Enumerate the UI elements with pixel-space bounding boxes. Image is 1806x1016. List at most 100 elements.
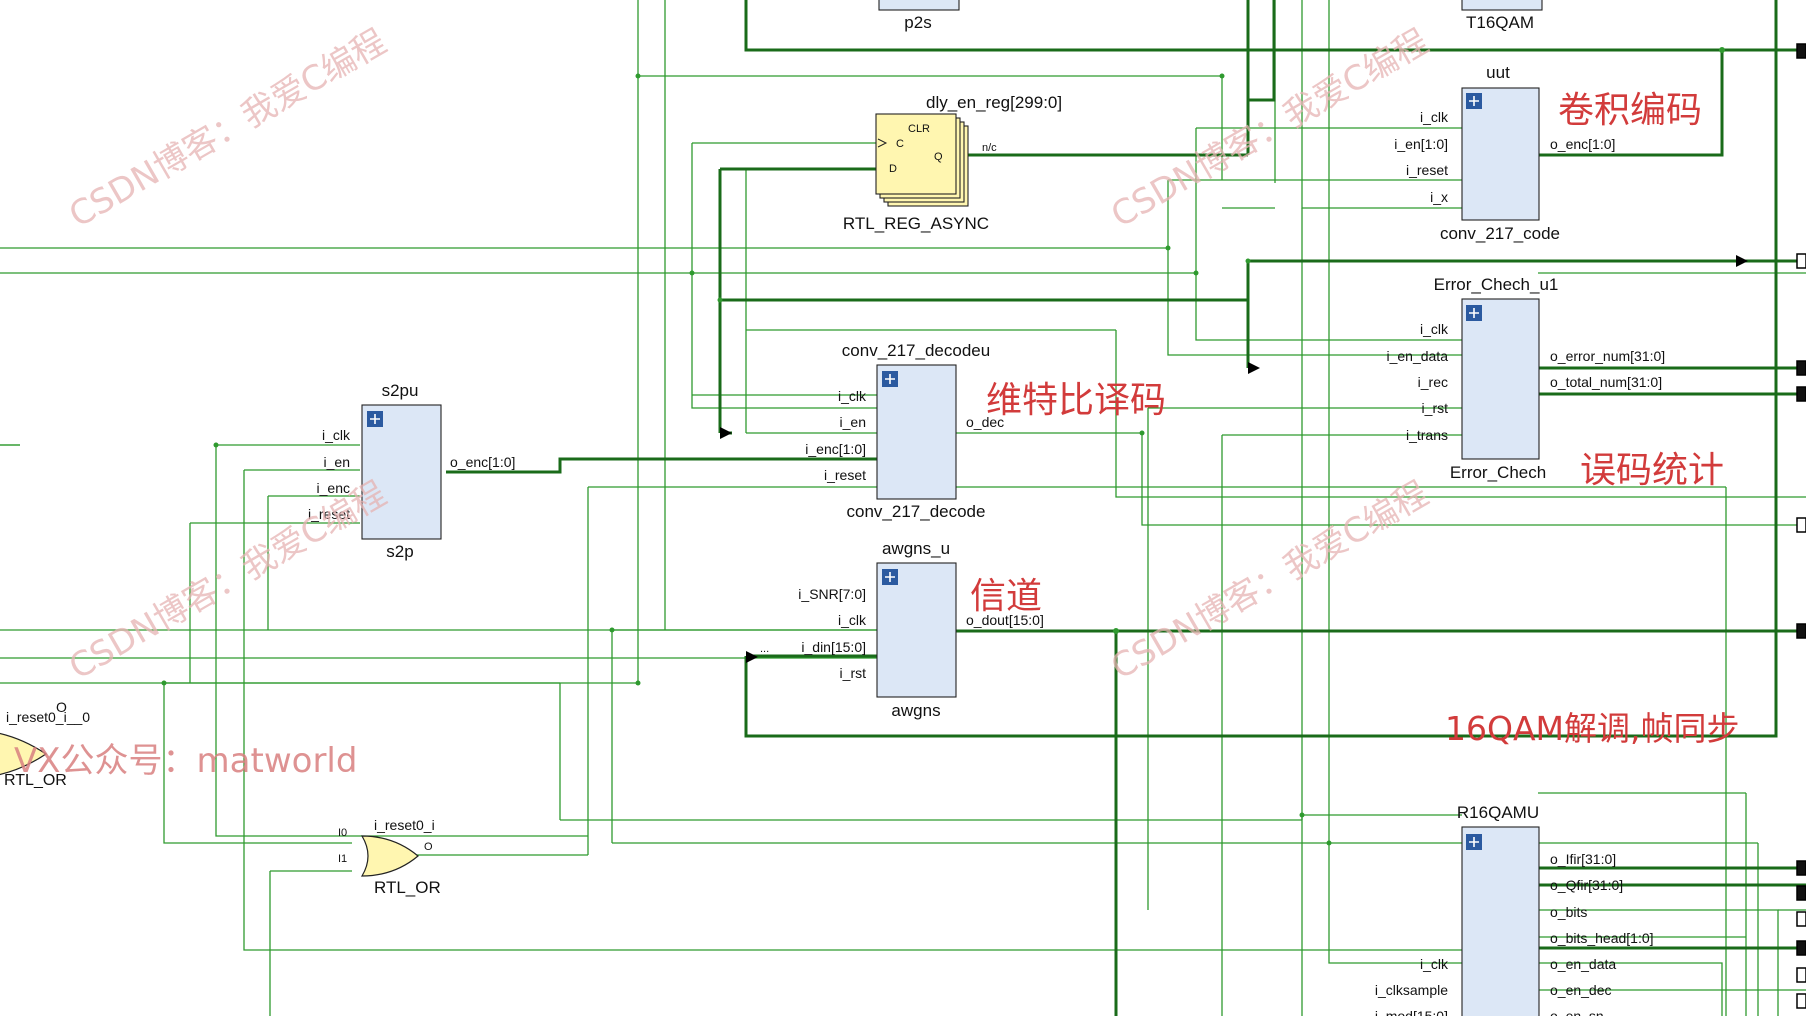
s2p-pin-i-reset: i_reset <box>308 506 350 522</box>
dly-reg-type-label: RTL_REG_ASYNC <box>843 214 989 233</box>
r16qamu-pin-i-clksample: i_clksample <box>1375 982 1448 998</box>
awgns-pin-i-rst: i_rst <box>840 665 867 681</box>
annotation-channel: 信道 <box>970 576 1042 617</box>
uut-pin-i-en: i_en[1:0] <box>1394 136 1448 152</box>
uut-pin-i-x: i_x <box>1430 189 1448 205</box>
expand-icon[interactable] <box>882 371 898 387</box>
annotation-viterbi: 维特比译码 <box>986 380 1166 421</box>
watermark-csdn-1: CSDN博客：我爱C编程 <box>63 22 394 236</box>
uut-pin-i-reset: i_reset <box>1406 162 1448 178</box>
awgns-pin-i-snr: i_SNR[7:0] <box>798 586 866 602</box>
signal-arrows <box>720 255 1748 663</box>
annotation-demod: 16QAM解调,帧同步 <box>1445 709 1740 748</box>
expand-icon[interactable] <box>1466 834 1482 850</box>
dly-reg-q: Q <box>934 151 943 163</box>
watermark-csdn-2: CSDN博客：我爱C编程 <box>1105 22 1436 236</box>
junction-dots <box>161 47 1725 846</box>
s2p-pin-i-en: i_en <box>324 454 350 470</box>
error-chech-pin-o-error-num: o_error_num[31:0] <box>1550 348 1665 364</box>
decode-pin-i-en: i_en <box>840 414 866 430</box>
decode-module-label: conv_217_decode <box>847 502 986 521</box>
annotation-error-stat: 误码统计 <box>1580 450 1724 491</box>
watermark-vx: VX公众号：matworld <box>14 741 357 781</box>
or-mid-i1-label: I1 <box>338 853 347 865</box>
or-left-o-label: O <box>56 699 67 715</box>
r16qamu-pin-o-en-sn: o_en_sn <box>1550 1008 1604 1016</box>
expand-icon[interactable] <box>1466 93 1482 109</box>
t16qam-module-label: T16QAM <box>1466 13 1534 32</box>
awgns-cell[interactable]: awgns_u i_SNR[7:0] i_clk i_din[15:0] i_r… <box>760 539 1044 720</box>
or-left-type-label: RTL_OR <box>4 772 67 789</box>
uut-cell[interactable]: uut i_clk i_en[1:0] i_reset i_x o_enc[1:… <box>1394 63 1615 243</box>
awgns-module-label: awgns <box>891 701 940 720</box>
r16qamu-pin-i-mod: i_mod[15:0] <box>1375 1008 1448 1016</box>
or-mid-i0-label: I0 <box>338 827 347 839</box>
uut-pin-o-enc: o_enc[1:0] <box>1550 136 1615 152</box>
uut-instance-label: uut <box>1486 63 1510 82</box>
dly-reg-c: C <box>896 138 904 150</box>
watermark-csdn-3: CSDN博客：我爱C编程 <box>63 474 394 688</box>
r16qamu-instance-label: R16QAMU <box>1457 803 1539 822</box>
or-gate-mid[interactable]: i_reset0_i I0 I1 O RTL_OR <box>338 817 441 897</box>
decode-cell[interactable]: conv_217_decodeu i_clk i_en i_enc[1:0] i… <box>805 341 1004 521</box>
p2s-module-label: p2s <box>904 13 931 32</box>
or-mid-type-label: RTL_OR <box>374 878 441 897</box>
error-chech-pin-i-trans: i_trans <box>1406 427 1448 443</box>
s2p-module-label: s2p <box>386 542 413 561</box>
expand-icon[interactable] <box>882 569 898 585</box>
awgns-pin-i-clk: i_clk <box>838 612 867 628</box>
s2p-pin-i-clk: i_clk <box>322 427 351 443</box>
awgns-instance-label: awgns_u <box>882 539 950 558</box>
or-gate-left[interactable]: i_reset0_i__0 O RTL_OR <box>0 699 90 789</box>
s2p-cell[interactable]: s2pu i_clk i_en i_enc i_reset o_enc[1:0]… <box>308 381 515 561</box>
error-chech-pin-i-rec: i_rec <box>1418 374 1448 390</box>
dly-reg-clr: CLR <box>908 123 930 135</box>
annotations: 卷积编码 维特比译码 误码统计 信道 16QAM解调,帧同步 <box>970 90 1740 748</box>
r16qamu-pin-o-bits-head: o_bits_head[1:0] <box>1550 930 1654 946</box>
dly-en-reg-cell[interactable]: dly_en_reg[299:0] CLR C Q D n/c RTL_REG_… <box>843 93 1062 233</box>
expand-icon[interactable] <box>1466 305 1482 321</box>
error-chech-pin-i-clk: i_clk <box>1420 321 1449 337</box>
decode-pin-o-dec: o_dec <box>966 414 1004 430</box>
decode-pin-i-clk: i_clk <box>838 388 867 404</box>
s2p-instance-label: s2pu <box>382 381 419 400</box>
t16qam-cell[interactable]: T16QAM <box>1461 0 1543 32</box>
dly-reg-nc: n/c <box>982 142 997 154</box>
annotation-conv-encode: 卷积编码 <box>1558 90 1702 131</box>
s2p-pin-o-enc: o_enc[1:0] <box>450 454 515 470</box>
p2s-cell[interactable]: p2s <box>878 0 960 32</box>
or-left-instance-label: i_reset0_i__0 <box>6 709 90 725</box>
bus-wires <box>446 0 1806 1016</box>
error-chech-module-label: Error_Chech <box>1450 463 1546 482</box>
decode-instance-label: conv_217_decodeu <box>842 341 990 360</box>
dly-reg-d: D <box>889 163 897 175</box>
watermark-csdn-4: CSDN博客：我爱C编程 <box>1105 474 1436 688</box>
decode-pin-i-enc: i_enc[1:0] <box>805 441 866 457</box>
r16qamu-pin-o-bits: o_bits <box>1550 904 1587 920</box>
r16qamu-pin-o-en-dec: o_en_dec <box>1550 982 1612 998</box>
uut-pin-i-clk: i_clk <box>1420 109 1449 125</box>
awgns-pin-o-dout: o_dout[15:0] <box>966 612 1044 628</box>
uut-module-label: conv_217_code <box>1440 224 1560 243</box>
r16qamu-pin-o-qfir: o_Qfir[31:0] <box>1550 877 1623 893</box>
error-chech-instance-label: Error_Chech_u1 <box>1434 275 1559 294</box>
s2p-pin-i-enc: i_enc <box>317 480 350 496</box>
output-ports <box>1796 43 1806 1009</box>
awgns-pin-i-din: i_din[15:0] <box>801 639 866 655</box>
error-chech-pin-i-en-data: i_en_data <box>1386 348 1448 364</box>
dly-reg-instance-label: dly_en_reg[299:0] <box>926 93 1062 112</box>
r16qamu-pin-o-ifir: o_Ifir[31:0] <box>1550 851 1616 867</box>
or-mid-instance-label: i_reset0_i <box>374 817 435 833</box>
awgns-din-ellipsis: ... <box>760 643 769 655</box>
r16qamu-cell[interactable]: R16QAMU i_clk i_clksample i_mod[15:0] o_… <box>1375 803 1654 1016</box>
error-chech-cell[interactable]: Error_Chech_u1 i_clk i_en_data i_rec i_r… <box>1386 275 1665 482</box>
error-chech-pin-o-total-num: o_total_num[31:0] <box>1550 374 1662 390</box>
decode-pin-i-reset: i_reset <box>824 467 866 483</box>
or-mid-o-label: O <box>424 841 433 853</box>
r16qamu-pin-i-clk: i_clk <box>1420 956 1449 972</box>
r16qamu-pin-o-en-data: o_en_data <box>1550 956 1616 972</box>
error-chech-pin-i-rst: i_rst <box>1422 400 1449 416</box>
expand-icon[interactable] <box>367 411 383 427</box>
